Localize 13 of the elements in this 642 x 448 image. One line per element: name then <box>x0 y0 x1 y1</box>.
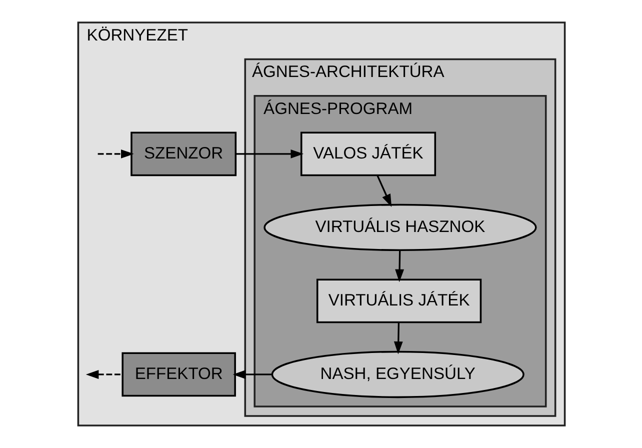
node-ellipse: VIRTUÁLIS HASZNOK <box>263 204 536 252</box>
node-ellipse: NASH, EGYENSÚLY <box>270 350 524 398</box>
arrow <box>393 322 402 354</box>
node-box: VALOS JÁTÉK <box>300 132 436 176</box>
arrow <box>376 174 392 208</box>
node-box: VIRTUÁLIS JÁTÉK <box>316 278 482 324</box>
arrow <box>85 370 122 379</box>
arrow <box>232 370 272 379</box>
node-box: EFFEKTOR <box>121 352 236 397</box>
arrow <box>97 149 134 158</box>
node-box: SZENZOR <box>130 132 236 176</box>
arrow <box>235 149 304 158</box>
arrow <box>394 250 404 282</box>
